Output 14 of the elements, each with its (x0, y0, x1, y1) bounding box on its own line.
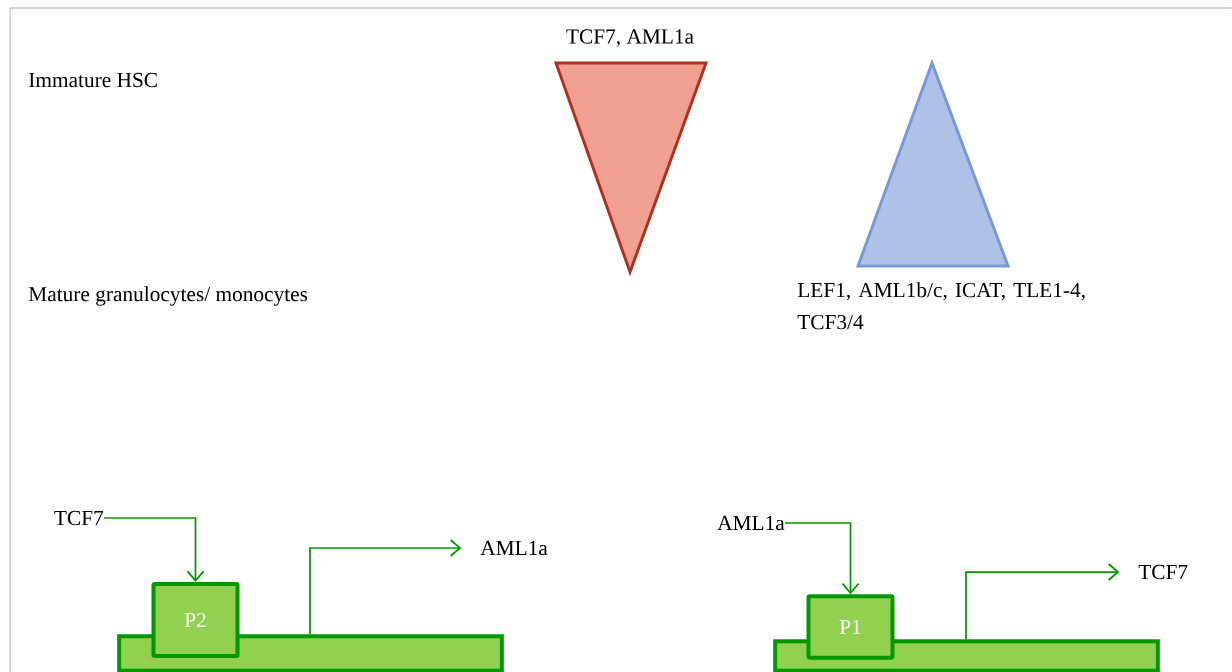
triangle-label: LEF1, AML1b/c, ICAT, TLE1-4, TCF3/4 (797, 282, 1085, 330)
triangle-label: TCF7, AML1a (566, 29, 694, 47)
gene-label: TCF7 (54, 510, 104, 526)
gene-label: AML1a (480, 540, 548, 556)
promoter-box: P1 (806, 594, 895, 660)
arrow (965, 563, 1120, 641)
arrow (103, 517, 205, 582)
arrow (309, 539, 462, 636)
gene-label: AML1a (717, 515, 785, 531)
gene-label: TCF7 (1138, 564, 1188, 580)
row-label: Immature HSC (29, 72, 157, 88)
arrow (784, 522, 860, 595)
promoter-box: P2 (151, 582, 240, 658)
row-label: Mature granulocytes/ monocytes (28, 286, 308, 306)
